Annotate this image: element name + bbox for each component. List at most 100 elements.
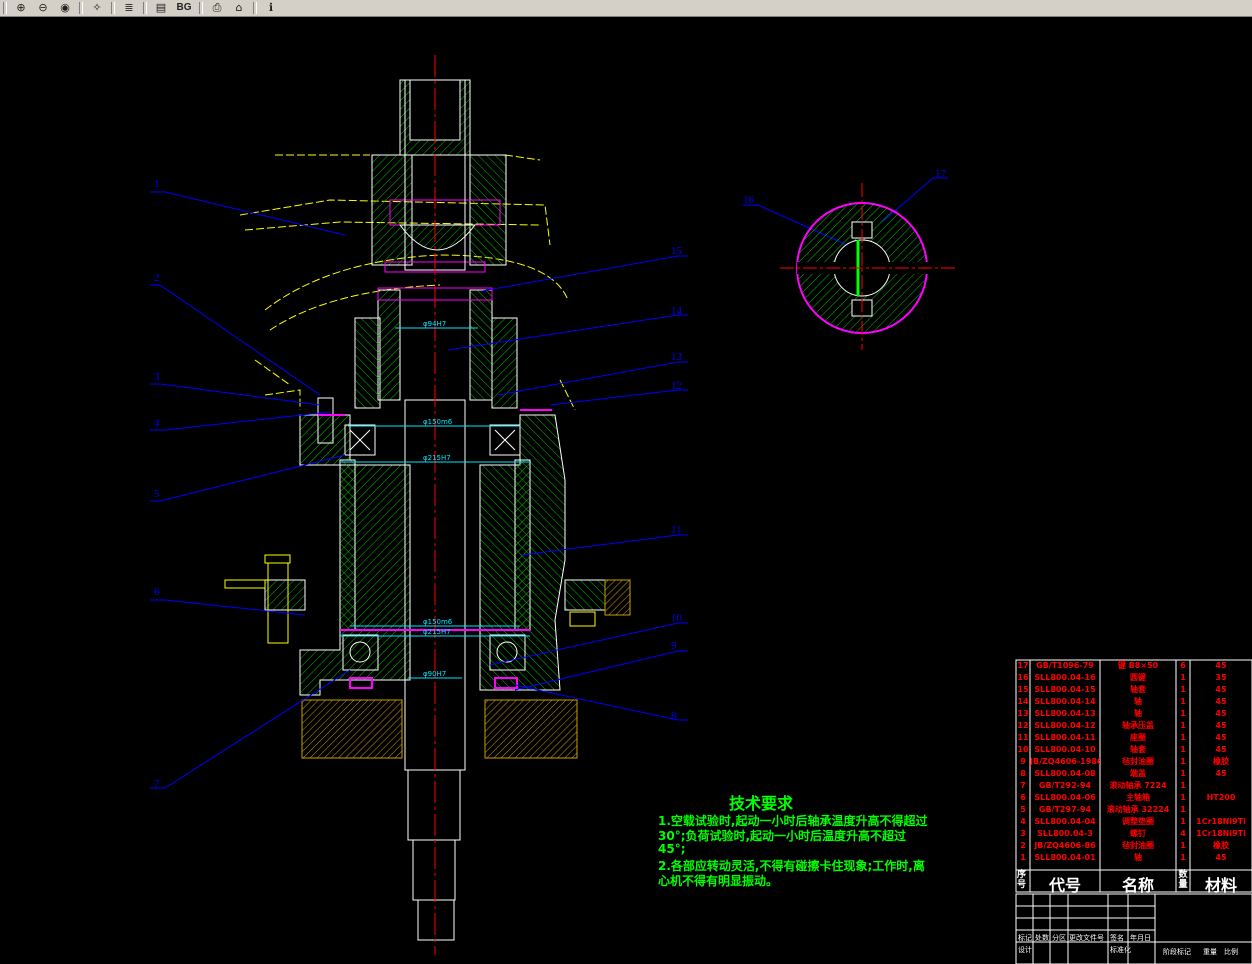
bom-mat: 1Cr18Ni9Ti [1196,829,1246,838]
part-number-7: 7 [154,778,160,790]
magic-wand-icon[interactable]: ✧ [92,1,102,14]
bom-name: 滚动轴承 32224 [1106,805,1170,814]
bom-grid [1015,659,1252,964]
bom-header-code: 代号 [1048,876,1081,895]
part-number-10: 10 [671,612,682,624]
toolbar-separator [253,2,257,14]
title-block-cell: 处数 [1035,934,1049,942]
title-block-cell: 标准化 [1110,946,1131,954]
bom-code: SLL800.04-10 [1034,745,1096,754]
bom-mat: 橡胶 [1213,757,1229,766]
bom-mat: 45 [1215,853,1227,862]
title-block-cell: 更改文件号 [1069,934,1104,942]
bom-no: 1 [1020,853,1026,862]
bom-mat: 45 [1215,709,1227,718]
title-block-cell: 比例 [1224,948,1238,956]
page-icon[interactable]: ▤ [155,1,167,14]
part-number-4: 4 [154,417,160,429]
bom-name: 螺钉 [1130,829,1146,838]
part-number-17: 17 [935,168,946,180]
zoom-in-icon[interactable]: ⊕ [16,1,26,14]
part-number-13: 13 [671,351,682,363]
bom-qty: 1 [1180,697,1186,706]
bom-no: 3 [1020,829,1026,838]
bom-code: SLL800.04-01 [1034,853,1096,862]
title-block-cell: 设计 [1018,946,1032,954]
bom-mat: 45 [1215,721,1227,730]
background-toggle-button[interactable]: BG [176,2,192,13]
part-number-6: 6 [154,586,160,598]
globe-icon[interactable]: ◉ [60,1,70,14]
bearings [342,424,526,671]
bom-name: 轴承压盖 [1122,721,1154,730]
bom-no: 10 [1017,745,1029,754]
bearing-sleeve [354,287,518,409]
bom-code: GB/T292-94 [1038,781,1092,790]
info-icon[interactable]: ℹ [268,1,274,14]
bom-code: SLL800.04-3 [1037,829,1093,838]
housing-section [299,414,566,696]
layers-icon[interactable]: ≣ [124,1,134,14]
tech-line: 2.各部应转动灵活,不得有碰擦卡住现象;工作时,离 [658,859,925,873]
bom-qty: 1 [1180,841,1186,850]
part-number-15: 15 [671,245,682,257]
dimension-labels: φ94H7 φ150m6 φ215H7 φ150m6 φ215H7 φ90H7 [423,320,453,678]
bom-mat: 45 [1215,745,1227,754]
toolbar-separator [79,2,83,14]
bom-name: 轴 [1134,853,1142,862]
title-block-cell: 阶段标记 [1163,948,1191,956]
toolbar-separator [199,2,203,14]
title-block-cell: 分区 [1052,934,1066,942]
toolbar-separator [111,2,115,14]
part-number-12: 12 [671,380,682,392]
bom-qty: 1 [1180,685,1186,694]
part-number-11: 11 [671,524,682,536]
bom-qty: 1 [1180,805,1186,814]
toolbar-separator [143,2,147,14]
mounting-flange [224,397,631,644]
bom-code: JB/ZQ4606-86 [1034,841,1096,850]
bom-code: SLL800.04-04 [1034,817,1096,826]
zoom-out-icon[interactable]: ⊖ [38,1,48,14]
title-block: 标记 处数 分区 更改文件号 签名 年月日 设计 标准化 阶段标记 重量 比例 [1016,930,1252,964]
pulley-outline [239,154,576,411]
bom-name: 主轴箱 [1126,793,1150,802]
bom-no: 14 [1017,697,1029,706]
bom-mat: 45 [1215,733,1227,742]
bom-no: 6 [1020,793,1026,802]
bom-code: SLL800.04-06 [1034,793,1096,802]
bom-name: 轴 [1134,697,1142,706]
bom-no: 11 [1017,733,1029,742]
tech-line: 30°;负荷试验时,起动一小时后温度升高不超过 [658,829,907,843]
upper-hub [371,154,507,273]
dimension-lines [340,327,530,679]
bom-mat: 橡胶 [1213,841,1229,850]
shaft-cross-section [780,183,958,350]
bom-mat: 1Cr18Ni9Ti [1196,817,1246,826]
home-icon[interactable]: ⌂ [235,1,243,14]
bom-qty: 1 [1180,733,1186,742]
bom-code: SLL800.04-12 [1034,721,1096,730]
bom-qty: 1 [1180,709,1186,718]
bom-code: SLL800.04-14 [1034,697,1096,706]
bom-qty: 1 [1180,721,1186,730]
bom-no: 5 [1020,805,1026,814]
tech-requirements-title: 技术要求 [729,794,794,813]
title-block-cell: 年月日 [1130,934,1151,942]
bom-name: 轴套 [1130,745,1146,754]
bom-code: JB/ZQ4606-1986 [1030,757,1100,766]
print-icon[interactable]: ⎙ [212,1,222,14]
spindle-top [399,79,471,271]
part-number-8: 8 [671,710,677,722]
dim-label-5: φ215H7 [423,628,451,636]
part-number-9: 9 [671,640,677,652]
drawing-canvas[interactable]: φ94H7 φ150m6 φ215H7 φ150m6 φ215H7 φ90H7 [0,17,1252,964]
part-number-1: 1 [154,178,160,190]
